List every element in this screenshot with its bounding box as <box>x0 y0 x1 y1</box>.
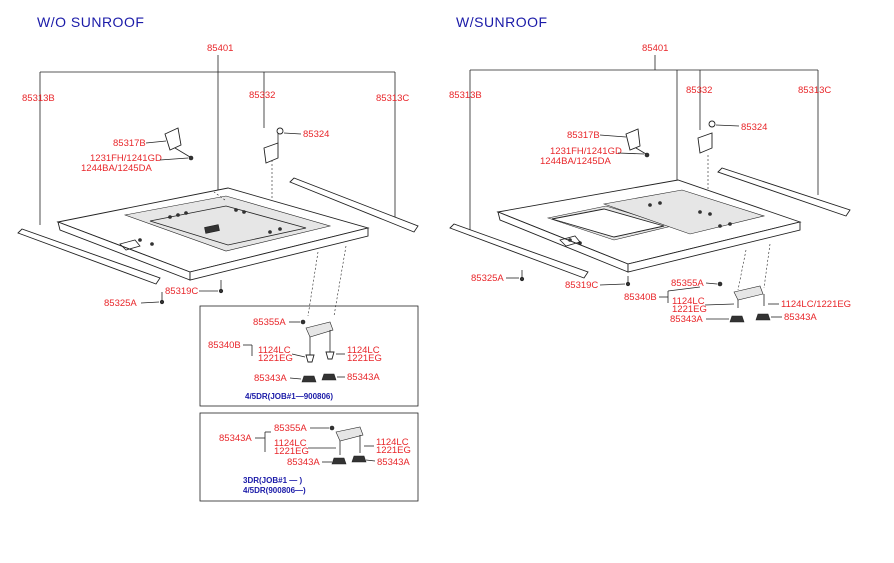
right-rail-85313c <box>717 167 851 217</box>
label-85325a-left: 85325A <box>104 298 137 309</box>
label-85343a-box1-a: 85343A <box>254 373 287 384</box>
label-bolt-line2-right: 1244BA/1245DA <box>540 156 611 167</box>
label-85324-left: 85324 <box>303 129 329 140</box>
label-bolt-line2-left: 1244BA/1245DA <box>81 163 152 174</box>
left-rail-85313c <box>289 177 419 233</box>
label-85343a-right-a: 85343A <box>670 314 703 325</box>
label-85319c-right: 85319C <box>565 280 598 291</box>
left-rail-85313b <box>17 228 161 285</box>
right-rail-85313b <box>449 223 589 279</box>
note-box1: 4/5DR(JOB#1—900806) <box>245 392 333 401</box>
label-1221eg-box1-b: 1221EG <box>347 353 382 364</box>
label-85313c-left: 85313C <box>376 93 409 104</box>
label-1221eg-box2-b: 1221EG <box>376 445 411 456</box>
right-screw-85319c <box>625 276 631 287</box>
right-section-title: W/SUNROOF <box>456 14 548 30</box>
label-bolt-line1-left: 1231FH/1241GD <box>90 153 162 164</box>
box1-handle <box>300 319 337 383</box>
label-1124lc-box1-a: 1124LC <box>258 345 291 356</box>
label-1221eg-box1-a: 1221EG <box>258 353 293 364</box>
label-1124lc-1221eg-right-b: 1124LC/1221EG <box>781 299 851 310</box>
label-1124lc-right-a: 1124LC <box>672 296 705 307</box>
label-1221eg-right-a: 1221EG <box>672 304 707 315</box>
label-1124lc-box2-b: 1124LC <box>376 437 409 448</box>
label-85343a-box1-b: 85343A <box>347 372 380 383</box>
right-clip-85317b <box>625 128 650 158</box>
right-screw-85325a <box>519 270 525 282</box>
left-screw-85319c <box>218 280 224 294</box>
left-screw-85325a <box>159 292 165 305</box>
label-bolt-line1-right: 1231FH/1241GD <box>550 146 622 157</box>
left-section-title: W/O SUNROOF <box>37 14 145 30</box>
label-85313b-right: 85313B <box>449 90 482 101</box>
label-85319c-left: 85319C <box>165 286 198 297</box>
label-1124lc-box1-b: 1124LC <box>347 345 380 356</box>
label-85355a-box1: 85355A <box>253 317 286 328</box>
label-85332-left: 85332 <box>249 90 275 101</box>
label-85313b-left: 85313B <box>22 93 55 104</box>
left-clip-85317b <box>164 127 194 161</box>
label-85401-right: 85401 <box>642 43 668 54</box>
label-85343a-box2-a: 85343A <box>287 457 320 468</box>
label-85332-right: 85332 <box>686 85 712 96</box>
left-85401-bracket <box>39 55 396 225</box>
label-85343a-box2-b: 85343A <box>377 457 410 468</box>
detail-box-1 <box>199 305 419 407</box>
note-box2-line2: 4/5DR(900806—) <box>243 486 306 495</box>
label-85317b-right: 85317B <box>567 130 600 141</box>
label-85343a-right-b: 85343A <box>784 312 817 323</box>
label-85355a-box2: 85355A <box>274 423 307 434</box>
label-85401-left: 85401 <box>207 43 233 54</box>
label-85343a-box2-main: 85343A <box>219 433 252 444</box>
right-bracket-85332 <box>697 120 716 154</box>
label-85313c-right: 85313C <box>798 85 831 96</box>
right-headlining-panel <box>496 155 802 273</box>
label-85340b-right: 85340B <box>624 292 657 303</box>
note-box2-line1: 3DR(JOB#1 — ) <box>243 476 302 485</box>
left-headlining-panel <box>56 160 370 281</box>
right-85401-bracket <box>469 55 819 236</box>
label-85317b-left: 85317B <box>113 138 146 149</box>
detail-box-2 <box>199 412 419 502</box>
right-handle <box>717 281 771 323</box>
label-85325a-right: 85325A <box>471 273 504 284</box>
label-85355a-right: 85355A <box>671 278 704 289</box>
label-1124lc-box2-a: 1124LC <box>274 438 307 449</box>
label-85324-right: 85324 <box>741 122 767 133</box>
label-1221eg-box2-a: 1221EG <box>274 446 309 457</box>
left-bracket-85332 <box>263 127 284 164</box>
box2-handle <box>329 425 367 465</box>
label-85340b-box1: 85340B <box>208 340 241 351</box>
